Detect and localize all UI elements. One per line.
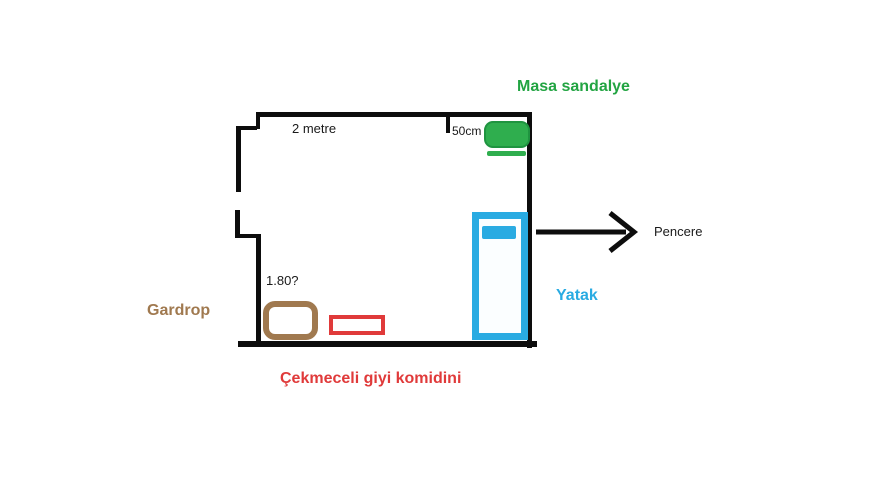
label-50cm: 50cm: [452, 124, 482, 138]
wall-left-upper-lip: [236, 126, 257, 130]
label-2-metre: 2 metre: [292, 121, 337, 136]
wardrobe-shape: [263, 301, 318, 340]
label-gardrop: Gardrop: [147, 302, 211, 319]
label-masa-sandalye: Masa sandalye: [517, 78, 630, 95]
wall-left-hook-horizontal: [235, 234, 260, 238]
dresser-shape: [329, 315, 385, 335]
label-1-80: 1.80?: [266, 273, 299, 288]
label-pencere: Pencere: [654, 224, 703, 239]
label-cekmeceli-komidin: Çekmeceli giyi komidini: [280, 370, 462, 387]
bed-shape: [472, 212, 528, 340]
table-shape: [484, 121, 530, 148]
chair-shape: [487, 151, 526, 156]
wall-left-upper: [236, 126, 241, 192]
wall-right: [527, 112, 532, 348]
wall-door-tick-50cm: [446, 112, 450, 133]
wall-left-hook-vertical: [235, 210, 240, 238]
label-yatak: Yatak: [556, 287, 598, 304]
wall-top-left-tick: [256, 112, 260, 129]
window-arrow-icon: [536, 211, 639, 253]
wall-left-main: [256, 234, 261, 346]
wall-bottom: [238, 341, 537, 347]
wall-top: [256, 112, 532, 117]
bed-pillow-shape: [482, 226, 516, 239]
